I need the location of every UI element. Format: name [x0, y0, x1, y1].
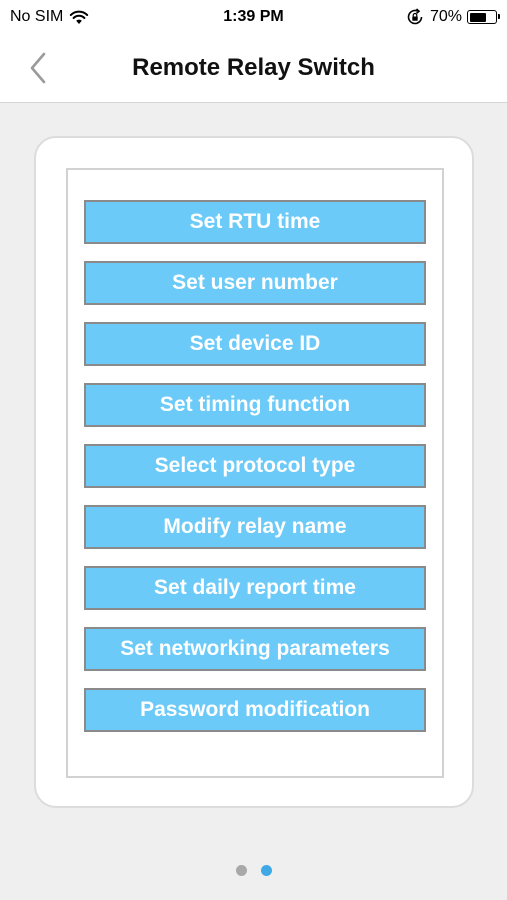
set-networking-parameters-button[interactable]: Set networking parameters: [84, 627, 426, 671]
rotation-lock-icon: [407, 8, 423, 25]
page-dot-active[interactable]: [260, 865, 272, 876]
set-user-number-button[interactable]: Set user number: [84, 261, 426, 305]
carrier-label: No SIM: [10, 8, 64, 25]
set-daily-report-time-button[interactable]: Set daily report time: [84, 566, 426, 610]
set-timing-function-button[interactable]: Set timing function: [84, 383, 426, 427]
set-device-id-button[interactable]: Set device ID: [84, 322, 426, 366]
menu-list: Set RTU time Set user number Set device …: [84, 200, 426, 749]
battery-level-fill: [469, 12, 487, 22]
page-title: Remote Relay Switch: [132, 54, 375, 81]
status-left: No SIM: [10, 8, 89, 26]
chevron-left-icon: [30, 52, 46, 84]
status-time: 1:39 PM: [223, 8, 284, 25]
wifi-icon: [70, 10, 89, 24]
set-rtu-time-button[interactable]: Set RTU time: [84, 200, 426, 244]
navigation-bar: Remote Relay Switch: [0, 36, 507, 103]
status-bar: No SIM 1:39 PM 70%: [0, 0, 507, 36]
back-button[interactable]: [22, 48, 62, 88]
modify-relay-name-button[interactable]: Modify relay name: [84, 505, 426, 549]
select-protocol-type-button[interactable]: Select protocol type: [84, 444, 426, 488]
battery-icon: [467, 10, 500, 24]
menu-panel: Set RTU time Set user number Set device …: [66, 168, 444, 778]
password-modification-button[interactable]: Password modification: [84, 688, 426, 732]
menu-card: Set RTU time Set user number Set device …: [34, 136, 474, 808]
status-right: 70%: [406, 8, 500, 26]
page-dot[interactable]: [235, 865, 247, 876]
page-indicator: [0, 865, 507, 876]
battery-percent: 70%: [429, 8, 462, 25]
